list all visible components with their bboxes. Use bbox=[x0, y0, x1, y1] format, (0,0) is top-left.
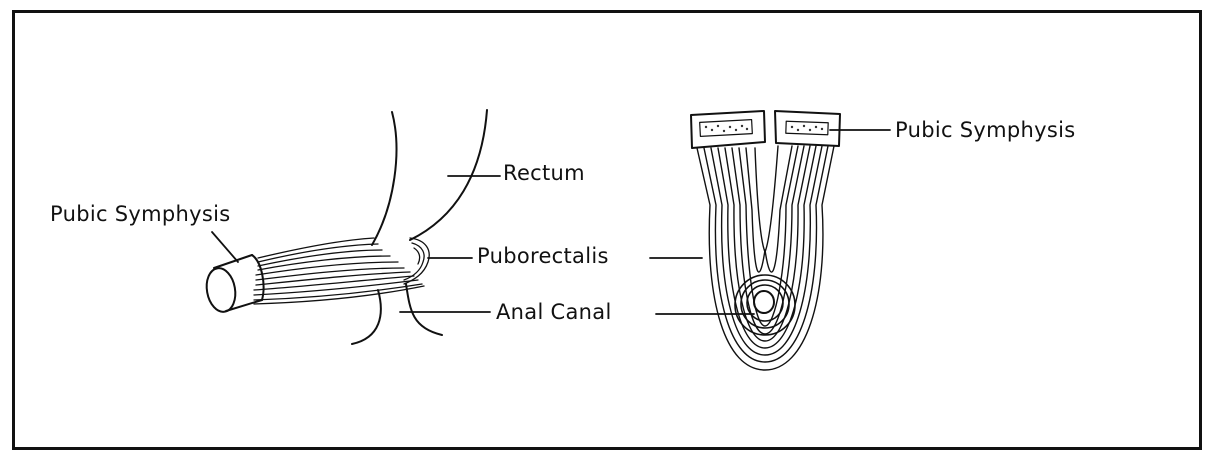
leader-left-pubic bbox=[212, 232, 238, 262]
rectum-outline bbox=[372, 110, 487, 245]
label-pubic-symphysis-right: Pubic Symphysis bbox=[895, 120, 1076, 141]
label-rectum: Rectum bbox=[503, 163, 585, 184]
label-anal-canal: Anal Canal bbox=[496, 302, 612, 323]
label-puborectalis: Puborectalis bbox=[477, 246, 609, 267]
label-pubic-symphysis-left: Pubic Symphysis bbox=[50, 204, 231, 225]
anal-canal-outline bbox=[352, 284, 442, 344]
pubic-symphysis-blocks bbox=[691, 111, 840, 148]
puborectalis-sling-inferior bbox=[697, 146, 834, 370]
pubic-bone-left bbox=[203, 255, 263, 314]
puborectalis-sling-side bbox=[254, 238, 429, 304]
